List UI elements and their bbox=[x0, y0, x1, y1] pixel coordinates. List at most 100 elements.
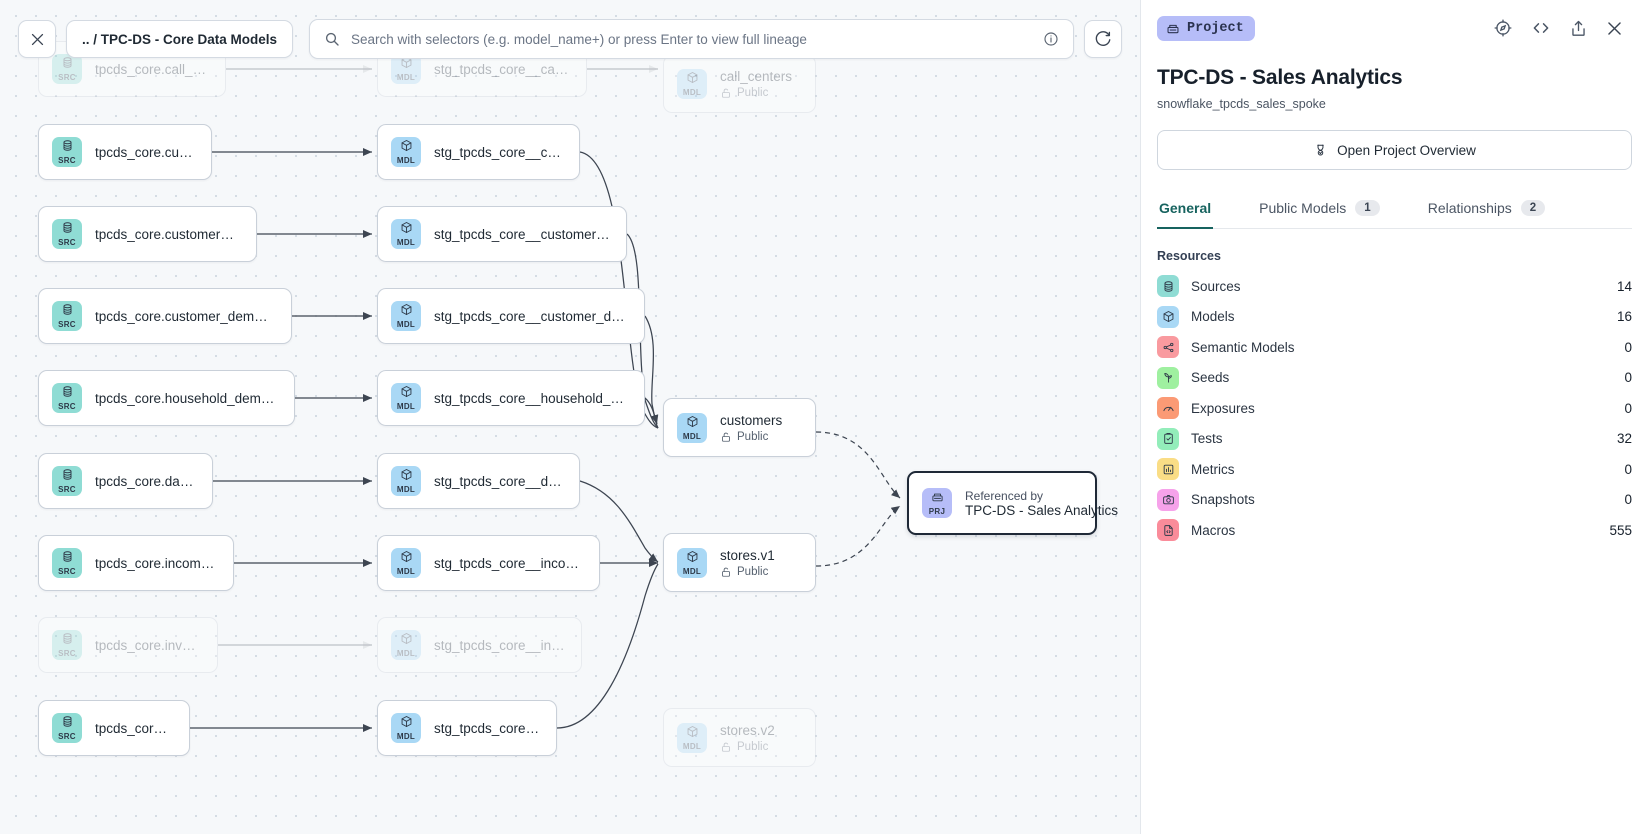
node-type-badge: SRC bbox=[52, 219, 82, 249]
node-type-badge: SRC bbox=[52, 383, 82, 413]
share-button[interactable] bbox=[1569, 19, 1588, 38]
node-type-label: MDL bbox=[396, 567, 416, 576]
lock-open-icon bbox=[722, 742, 730, 752]
node-type-label: MDL bbox=[682, 431, 702, 441]
cube-icon bbox=[401, 633, 411, 644]
close-panel-button[interactable] bbox=[1605, 19, 1624, 38]
tab-general[interactable]: General bbox=[1157, 192, 1214, 229]
database-icon bbox=[61, 221, 74, 238]
cube-icon bbox=[401, 140, 411, 151]
database-icon bbox=[61, 139, 74, 156]
lineage-node[interactable]: MDLstg_tpcds_core__household_demogr… bbox=[377, 370, 645, 426]
cube-icon bbox=[687, 415, 697, 427]
node-type-label: SRC bbox=[58, 649, 76, 658]
node-name: tpcds_core.income_band bbox=[95, 555, 217, 571]
gauge-icon bbox=[1157, 397, 1179, 420]
search-icon bbox=[325, 32, 339, 46]
file-code-icon bbox=[1157, 519, 1179, 542]
details-panel: Project bbox=[1140, 0, 1648, 834]
search-input[interactable] bbox=[351, 31, 1032, 47]
bar-chart-icon bbox=[1163, 464, 1173, 475]
lineage-canvas[interactable]: SRCtpcds_core.call_centerSRCtpcds_core.c… bbox=[0, 0, 1140, 834]
view-code-button[interactable] bbox=[1530, 17, 1552, 39]
refresh-button[interactable] bbox=[1084, 20, 1122, 58]
node-name: stg_tpcds_core__call_center bbox=[434, 61, 570, 77]
node-type-badge: SRC bbox=[52, 713, 82, 743]
cube-icon bbox=[400, 550, 413, 567]
cube-icon bbox=[401, 222, 411, 233]
cube-icon bbox=[687, 72, 697, 83]
node-type-label: MDL bbox=[396, 73, 416, 82]
database-icon bbox=[63, 633, 71, 644]
breadcrumb[interactable]: .. / TPC-DS - Core Data Models bbox=[66, 20, 294, 58]
node-name: stg_tpcds_core__customer_address bbox=[434, 226, 610, 242]
node-type-badge: SRC bbox=[52, 137, 82, 167]
resource-row-metrics[interactable]: Metrics 0 bbox=[1157, 454, 1632, 485]
node-name: tpcds_core.customer_address bbox=[95, 226, 240, 242]
resource-label: Metrics bbox=[1191, 461, 1235, 477]
lineage-node[interactable]: SRC tpcds_core.date_dim bbox=[38, 453, 213, 509]
node-type-label: MDL bbox=[682, 88, 702, 97]
open-project-overview-button[interactable]: Open Project Overview bbox=[1157, 130, 1632, 170]
node-type-badge: SRC bbox=[52, 466, 82, 496]
file-code-icon bbox=[1163, 524, 1173, 536]
node-name: tpcds_core.call_center bbox=[95, 61, 209, 77]
resource-count: 16 bbox=[1616, 309, 1632, 325]
node-visibility: Public bbox=[720, 431, 782, 443]
database-icon bbox=[61, 550, 74, 567]
node-type-label: SRC bbox=[58, 732, 76, 741]
node-type-label: SRC bbox=[58, 485, 76, 494]
node-name: tpcds_core.date_dim bbox=[95, 473, 196, 489]
resource-count: 0 bbox=[1624, 400, 1632, 416]
camera-icon bbox=[1157, 488, 1179, 511]
seedling-icon bbox=[1157, 366, 1179, 389]
project-type-chip[interactable]: Project bbox=[1157, 15, 1255, 41]
node-name: stg_tpcds_core__customer bbox=[434, 144, 563, 160]
close-lineage-button[interactable] bbox=[18, 20, 56, 58]
project-icon bbox=[1167, 24, 1179, 34]
resource-label: Macros bbox=[1191, 522, 1236, 538]
seedling-icon bbox=[1163, 373, 1172, 383]
explore-compass-button[interactable] bbox=[1493, 18, 1513, 38]
node-visibility: Public bbox=[720, 566, 775, 578]
database-icon bbox=[61, 385, 74, 402]
cube-icon bbox=[686, 550, 699, 567]
node-name: stores.v1 bbox=[720, 547, 775, 563]
search-bar[interactable] bbox=[309, 19, 1074, 59]
lineage-node[interactable]: MDLstg_tpcds_core__customer_demogra… bbox=[377, 288, 645, 344]
cube-icon bbox=[401, 551, 411, 562]
lineage-node[interactable]: SRC tpcds_core.customer_address bbox=[38, 206, 257, 262]
project-icon bbox=[931, 493, 943, 502]
info-icon[interactable] bbox=[1043, 31, 1059, 47]
resource-count: 14 bbox=[1616, 278, 1632, 294]
resource-count: 0 bbox=[1624, 461, 1632, 477]
